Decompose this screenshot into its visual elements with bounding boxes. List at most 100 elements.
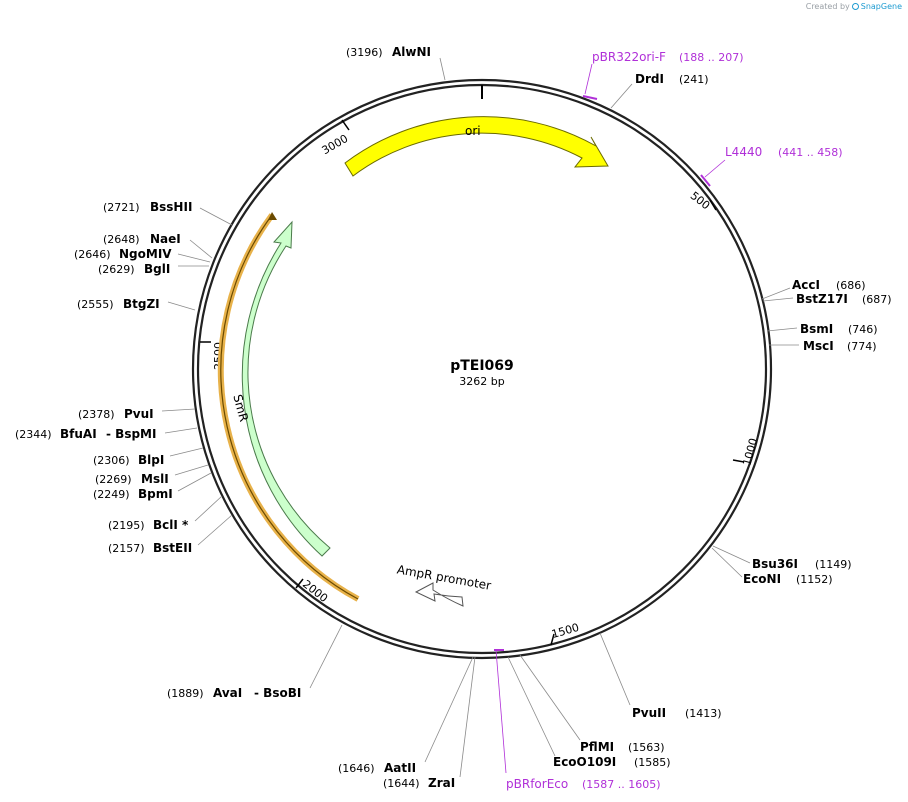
leader-bcli bbox=[194, 495, 223, 522]
leader-msli bbox=[174, 464, 209, 476]
enzyme-labels: (3196) AlwNI DrdI (241) AccI (686) BstZ1… bbox=[15, 45, 892, 790]
enzyme-name-bfuai: BfuAI bbox=[60, 427, 97, 441]
leader-drdi bbox=[610, 83, 633, 109]
enzyme-name-bstz17i: BstZ17I bbox=[796, 292, 848, 306]
primer-pos-pbrforeco: (1587 .. 1605) bbox=[582, 778, 661, 791]
primer-mark-l4440 bbox=[700, 174, 711, 187]
enzyme-pos-msli: (2269) bbox=[95, 473, 132, 486]
enzyme-name-pflmi: PflMI bbox=[580, 740, 614, 754]
ori-feature-label: ori bbox=[465, 124, 481, 138]
leader-ngomiv bbox=[177, 253, 211, 263]
ampr-promoter-label: AmpR promoter bbox=[396, 562, 492, 592]
primer-leader-pbrforeco bbox=[495, 649, 507, 774]
enzyme-name-bsshii: BssHII bbox=[150, 200, 192, 214]
enzyme-pos-bstz17i: (687) bbox=[862, 293, 892, 306]
credit-brand: SnapGene bbox=[860, 2, 902, 11]
enzyme-name-bcli: BclI * bbox=[153, 518, 189, 532]
primer-leader-pbr322ori-f bbox=[584, 63, 593, 95]
leader-bsu36i bbox=[712, 545, 751, 564]
enzyme-pos-drdi: (241) bbox=[679, 73, 709, 86]
enzyme-pos-bsteii: (2157) bbox=[108, 542, 145, 555]
leader-btgzi bbox=[167, 301, 196, 311]
enzyme-name-ecoo109i: EcoO109I bbox=[553, 755, 616, 769]
enzyme-pos-bcli: (2195) bbox=[108, 519, 145, 532]
snapgene-logo-icon bbox=[851, 3, 859, 10]
primer-leader-l4440 bbox=[704, 159, 726, 178]
smr-feature-label: SmR bbox=[230, 393, 251, 423]
leader-avai bbox=[309, 624, 343, 689]
leader-aatii bbox=[424, 656, 474, 763]
enzyme-pos-pflmi: (1563) bbox=[628, 741, 665, 754]
primer-name-pbr322ori-f: pBR322ori-F bbox=[592, 50, 666, 64]
enzyme-name-bsobi: - BsoBI bbox=[254, 686, 301, 700]
enzyme-pos-pvui: (2378) bbox=[78, 408, 115, 421]
enzyme-pos-avai: (1889) bbox=[167, 687, 204, 700]
tick-mark-1500 bbox=[550, 633, 555, 646]
enzyme-name-bgli: BglI bbox=[144, 262, 170, 276]
enzyme-name-pvui: PvuI bbox=[124, 407, 154, 421]
leader-naei bbox=[189, 239, 213, 259]
leader-blpi bbox=[169, 447, 204, 457]
enzyme-name-alwni: AlwNI bbox=[392, 45, 431, 59]
enzyme-pos-zrai: (1644) bbox=[383, 777, 420, 790]
enzyme-name-btgzi: BtgZI bbox=[123, 297, 160, 311]
leader-acci bbox=[761, 287, 791, 300]
enzyme-name-zrai: ZraI bbox=[428, 776, 455, 790]
enzyme-pos-msci: (774) bbox=[847, 340, 877, 353]
enzyme-name-bpmi: BpmI bbox=[138, 487, 173, 501]
enzyme-pos-bsshii: (2721) bbox=[103, 201, 140, 214]
tick-label-1000: 1000 bbox=[740, 437, 760, 467]
snapgene-credit: Created by SnapGene bbox=[806, 2, 902, 11]
smr-highlight-line bbox=[220, 214, 359, 600]
leader-zrai bbox=[459, 656, 476, 778]
leader-bfuai bbox=[164, 427, 198, 434]
tick-mark-2000 bbox=[295, 578, 304, 589]
enzyme-pos-bfuai: (2344) bbox=[15, 428, 52, 441]
tick-mark-500 bbox=[709, 199, 717, 211]
ampr-promoter-arrow bbox=[414, 582, 464, 607]
enzyme-name-bsmi: BsmI bbox=[800, 322, 833, 336]
enzyme-name-blpi: BlpI bbox=[138, 453, 164, 467]
enzyme-name-avai: AvaI bbox=[213, 686, 242, 700]
primer-pos-pbr322ori-f: (188 .. 207) bbox=[679, 51, 744, 64]
leader-econi bbox=[711, 547, 743, 578]
tick-label-3000: 3000 bbox=[320, 132, 351, 157]
primer-pos-l4440: (441 .. 458) bbox=[778, 146, 843, 159]
enzyme-pos-bpmi: (2249) bbox=[93, 488, 130, 501]
enzyme-pos-econi: (1152) bbox=[796, 573, 833, 586]
enzyme-pos-pvuii: (1413) bbox=[685, 707, 722, 720]
primer-name-l4440: L4440 bbox=[725, 145, 762, 159]
tick-mark-1000 bbox=[732, 459, 745, 463]
enzyme-name-msci: MscI bbox=[803, 339, 834, 353]
leader-bsmi bbox=[766, 327, 798, 332]
smr-feature-arrow bbox=[241, 220, 331, 557]
enzyme-name-pvuii: PvuII bbox=[632, 706, 666, 720]
enzyme-name-naei: NaeI bbox=[150, 232, 181, 246]
enzyme-pos-ecoo109i: (1585) bbox=[634, 756, 671, 769]
smr-highlight-arrowhead bbox=[268, 212, 277, 220]
enzyme-pos-ngomiv: (2646) bbox=[74, 248, 111, 261]
leader-alwni bbox=[439, 57, 446, 81]
leader-ecoo109i bbox=[507, 656, 556, 757]
primer-mark-pbr322ori-f bbox=[582, 95, 598, 100]
enzyme-pos-bgli: (2629) bbox=[98, 263, 135, 276]
enzyme-pos-alwni: (3196) bbox=[346, 46, 383, 59]
enzyme-name-drdi: DrdI bbox=[635, 72, 664, 86]
enzyme-name-msli: MslI bbox=[141, 472, 169, 486]
enzyme-name-econi: EcoNI bbox=[743, 572, 781, 586]
leader-pvui bbox=[161, 408, 196, 412]
credit-text: Created by bbox=[805, 2, 850, 11]
enzyme-pos-aatii: (1646) bbox=[338, 762, 375, 775]
leader-bsshii bbox=[199, 207, 233, 226]
enzyme-leaders bbox=[161, 57, 799, 778]
enzyme-pos-bsu36i: (1149) bbox=[815, 558, 852, 571]
leader-bpmi bbox=[177, 472, 212, 492]
enzyme-name-acci: AccI bbox=[792, 278, 820, 292]
tick-mark-3000 bbox=[341, 119, 350, 131]
enzyme-pos-bsmi: (746) bbox=[848, 323, 878, 336]
enzyme-pos-acci: (686) bbox=[836, 279, 866, 292]
leader-pvuii bbox=[599, 632, 631, 706]
enzyme-name-bspmi: - BspMI bbox=[106, 427, 156, 441]
leader-bsteii bbox=[197, 514, 233, 546]
